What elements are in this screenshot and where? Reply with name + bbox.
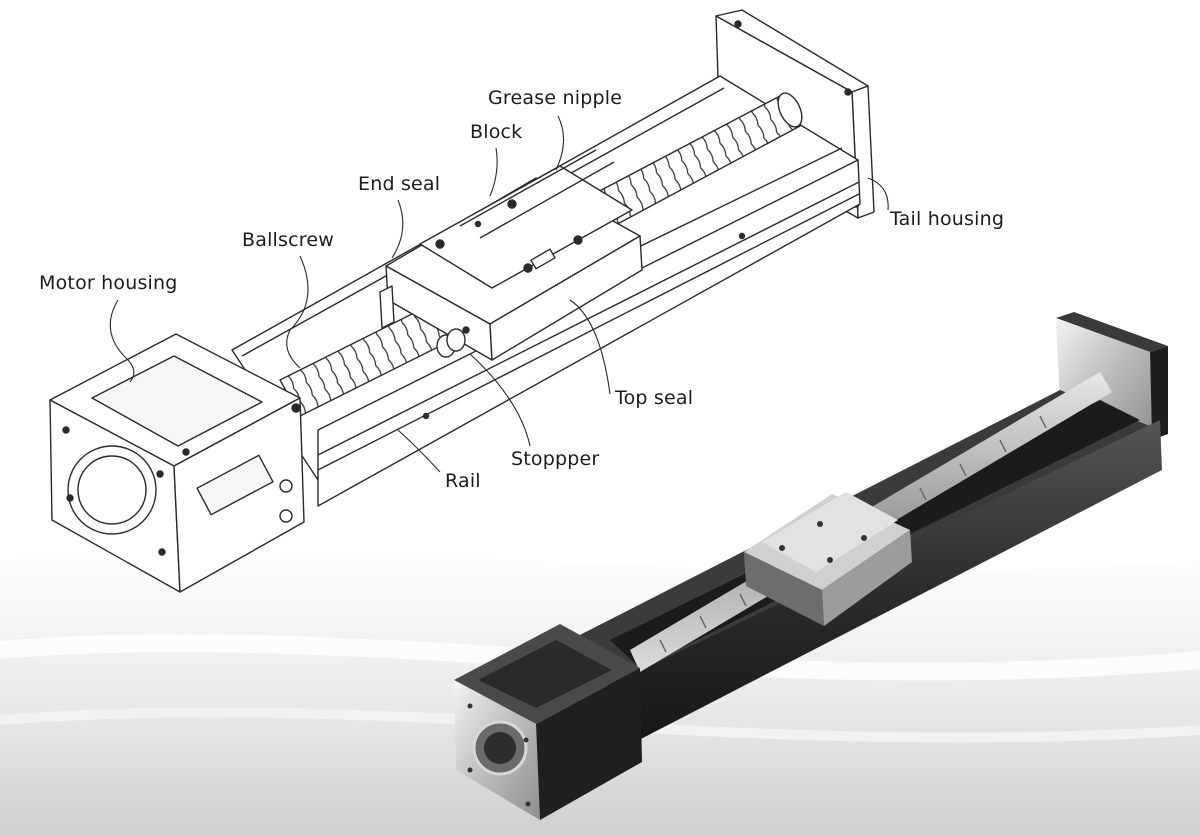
- line-drawing: [49, 9, 889, 593]
- leader-lines: [109, 115, 889, 473]
- end-seal-part: [379, 285, 395, 329]
- block-part: [385, 149, 643, 361]
- label-rail: Rail: [445, 470, 481, 492]
- label-block: Block: [470, 121, 523, 143]
- label-motor-housing: Motor housing: [39, 272, 178, 294]
- leader-ballscrew: [286, 255, 309, 369]
- stopper-part: [436, 326, 470, 358]
- label-end-seal: End seal: [358, 173, 441, 195]
- photo-render: [454, 312, 1168, 820]
- leader-end-seal: [391, 199, 404, 259]
- leader-block: [489, 147, 498, 197]
- leader-rail: [397, 429, 441, 473]
- motor-housing-part: [49, 333, 305, 593]
- leader-motor-housing: [109, 299, 135, 383]
- leader-stopper: [469, 353, 531, 447]
- leader-grease-nipple: [555, 115, 565, 171]
- leader-tail-housing: [867, 177, 889, 211]
- label-tail-housing: Tail housing: [890, 208, 1005, 230]
- label-grease-nipple: Grease nipple: [488, 87, 623, 109]
- leader-top-seal: [569, 299, 611, 395]
- label-stopper: Stoppper: [511, 448, 600, 470]
- label-ballscrew: Ballscrew: [242, 229, 335, 251]
- label-top-seal: Top seal: [615, 387, 694, 409]
